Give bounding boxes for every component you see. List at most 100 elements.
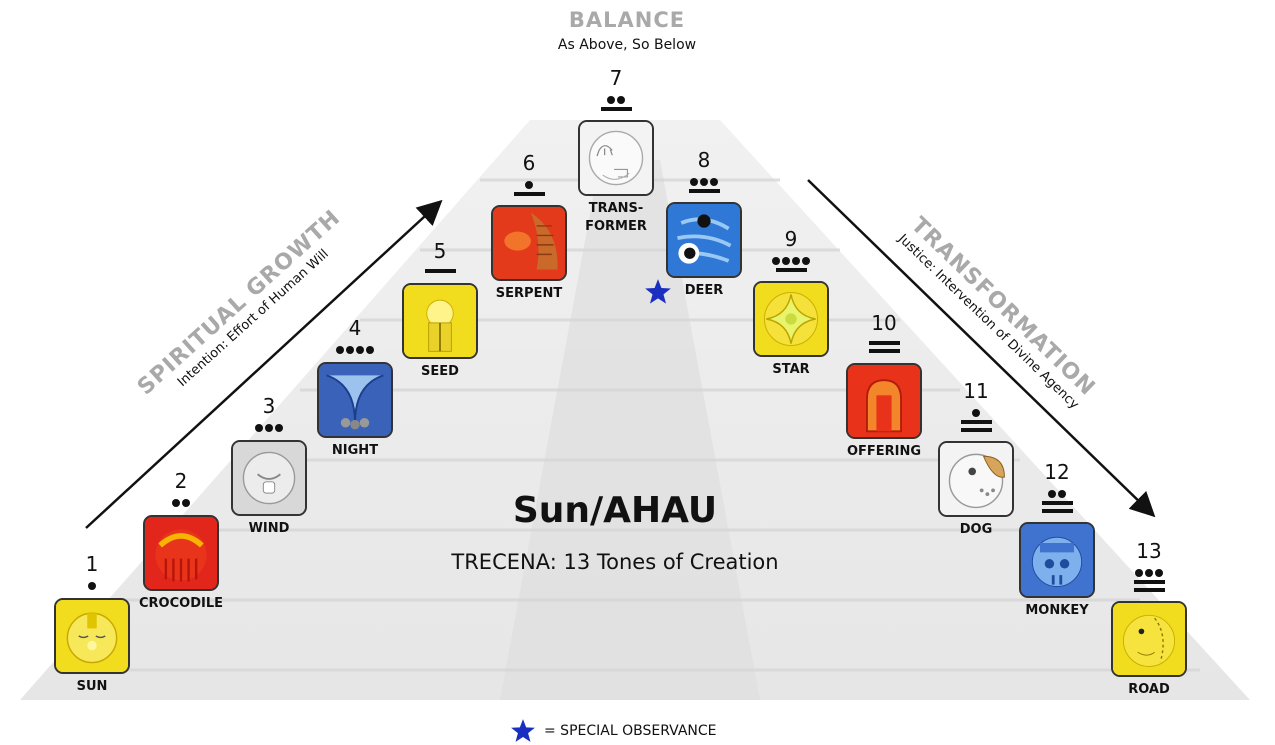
tone-number: 7 [609,66,623,90]
balance-subtitle: As Above, So Below [557,37,697,53]
maya-numeral [674,178,734,218]
maya-numeral [1027,490,1087,530]
tone-number: 1 [85,552,99,576]
numeral-dot [1135,569,1143,577]
numeral-bar [514,192,545,196]
numeral-bar [869,349,900,353]
numeral-bar [1042,509,1073,513]
sign-label: WIND [248,521,290,536]
numeral-dot [275,424,283,432]
numeral-dot [182,499,190,507]
maya-numeral [410,269,470,309]
maya-numeral [499,181,559,221]
numeral-dot [972,409,980,417]
numeral-dot [1145,569,1153,577]
legend: = SPECIAL OBSERVANCE [510,719,810,744]
sign-label: NIGHT [331,443,379,458]
sign-glyph-deer [666,202,742,278]
numeral-dot [772,257,780,265]
sign-label: OFFERING [846,444,922,459]
numeral-dot [346,346,354,354]
tone-number: 12 [1044,460,1070,484]
sign-artwork [233,442,305,514]
numeral-bar [689,189,720,193]
tone-number: 8 [697,148,711,172]
numeral-dot [336,346,344,354]
sign-glyph-sun [54,598,130,674]
numeral-bar [1134,580,1165,584]
numeral-dot [356,346,364,354]
maya-numeral [1119,569,1179,609]
sign-artwork [668,204,740,276]
numeral-dot [172,499,180,507]
sign-artwork [319,364,391,436]
sign-artwork [145,517,217,589]
sign-artwork [755,283,827,355]
sign-label: SERPENT [495,286,563,301]
sign-artwork [56,600,128,672]
numeral-dot [88,582,96,590]
sign-glyph-night [317,362,393,438]
sign-glyph-offering [846,363,922,439]
tone-number: 9 [784,227,798,251]
sign-label: STAR [772,362,810,377]
sign-label: SUN [76,679,108,694]
sign-glyph-serpent [491,205,567,281]
numeral-bar [961,428,992,432]
numeral-bar [869,341,900,345]
sign-artwork [404,285,476,357]
tone-number: 13 [1136,539,1162,563]
tone-number: 6 [522,151,536,175]
numeral-dot [607,96,615,104]
numeral-dot [700,178,708,186]
ascending-arrow [85,199,443,529]
sign-artwork [493,207,565,279]
numeral-dot [265,424,273,432]
sign-label: SEED [421,364,459,379]
numeral-dot [255,424,263,432]
sign-label: DOG [959,522,993,537]
sign-artwork [580,122,652,194]
trecena-subtitle: TRECENA: 13 Tones of Creation [451,550,779,574]
numeral-dot [525,181,533,189]
sign-label: CROCODILE [139,596,223,611]
descending-arrow [807,179,1156,518]
sign-label: DEER [684,283,724,298]
maya-numeral [62,582,122,622]
special-observance-star-icon [645,279,671,304]
sign-artwork [848,365,920,437]
maya-numeral [239,424,299,464]
sign-glyph-transformer [578,120,654,196]
numeral-dot [792,257,800,265]
sign-glyph-seed [402,283,478,359]
sign-glyph-monkey [1019,522,1095,598]
maya-numeral [151,499,211,539]
numeral-dot [690,178,698,186]
tone-number: 5 [433,239,447,263]
numeral-dot [366,346,374,354]
tone-number: 3 [262,394,276,418]
balance-title: BALANCE [568,8,686,32]
numeral-dot [710,178,718,186]
sign-glyph-star [753,281,829,357]
numeral-dot [1155,569,1163,577]
sign-glyph-dog [938,441,1014,517]
sign-artwork [1113,603,1185,675]
sign-artwork [940,443,1012,515]
numeral-dot [782,257,790,265]
numeral-dot [1058,490,1066,498]
numeral-dot [802,257,810,265]
sign-glyph-wind [231,440,307,516]
maya-numeral [586,96,646,136]
tone-number: 10 [871,311,897,335]
numeral-bar [425,269,456,273]
sign-artwork [1021,524,1093,596]
numeral-bar [1042,501,1073,505]
maya-numeral [854,341,914,381]
legend-text: = SPECIAL OBSERVANCE [544,723,717,739]
tone-number: 11 [963,379,989,403]
sign-glyph-road [1111,601,1187,677]
numeral-bar [601,107,632,111]
